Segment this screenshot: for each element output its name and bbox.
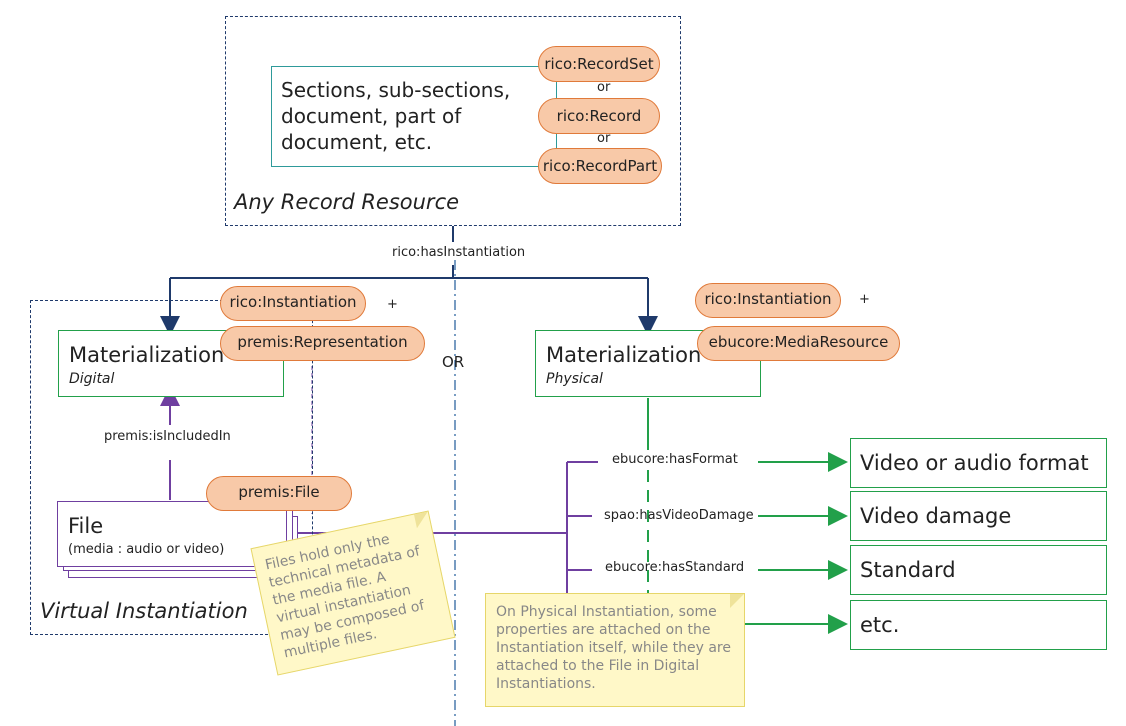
physical-note: On Physical Instantiation, some properti… — [485, 593, 745, 707]
physical-subtitle: Physical — [546, 371, 603, 387]
virtual-instantiation-group — [30, 300, 313, 635]
has-video-damage-label: spao:hasVideoDamage — [604, 508, 754, 523]
files-note-text: Files hold only the technical metadata o… — [263, 531, 426, 662]
file-subtitle: (media : audio or video) — [68, 542, 225, 557]
record-description-box: Sections, sub-sections, document, part o… — [271, 66, 557, 167]
rico-recordpart-class: rico:RecordPart — [538, 148, 662, 184]
ebucore-mediaresource-class: ebucore:MediaResource — [697, 326, 900, 361]
record-resource-caption: Any Record Resource — [234, 190, 460, 214]
physical-note-text: On Physical Instantiation, some properti… — [496, 604, 731, 692]
physical-rico-instantiation-class: rico:Instantiation — [695, 283, 841, 318]
rico-recordset-class: rico:RecordSet — [538, 46, 660, 82]
digital-subtitle: Digital — [69, 371, 115, 387]
record-resource-group — [225, 16, 681, 226]
file-title: File — [68, 514, 104, 538]
digital-title: Materialization — [69, 343, 225, 367]
record-description: Sections, sub-sections, document, part o… — [281, 78, 511, 154]
premis-file-class: premis:File — [206, 476, 352, 511]
target-standard-box: Standard — [850, 545, 1107, 595]
or-label: or — [597, 80, 611, 95]
target-format-box: Video or audio format — [850, 438, 1107, 488]
digital-rico-instantiation-class: rico:Instantiation — [220, 286, 366, 321]
has-standard-label: ebucore:hasStandard — [605, 560, 745, 575]
target-video-damage: Video damage — [860, 504, 1012, 528]
plus-sign: + — [859, 292, 870, 307]
has-instantiation-label: rico:hasInstantiation — [392, 245, 526, 260]
file-box: File (media : audio or video) — [57, 501, 287, 567]
rico-record-class: rico:Record — [538, 98, 660, 134]
premis-representation-class: premis:Representation — [220, 326, 425, 361]
is-included-in-label: premis:isIncludedIn — [104, 429, 231, 444]
physical-title: Materialization — [546, 343, 702, 367]
virtual-instantiation-caption: Virtual Instantiation — [40, 599, 248, 623]
target-etc: etc. — [860, 613, 900, 637]
or-label: or — [597, 131, 611, 146]
target-video-damage-box: Video damage — [850, 491, 1107, 541]
digital-materialization-box: Materialization Digital — [58, 330, 284, 397]
note-fold — [414, 511, 431, 529]
has-format-label: ebucore:hasFormat — [612, 452, 738, 467]
target-standard: Standard — [860, 558, 956, 582]
target-format: Video or audio format — [860, 451, 1089, 475]
note-fold — [730, 594, 744, 608]
plus-sign: + — [387, 297, 398, 312]
or-center-label: OR — [442, 353, 465, 371]
target-etc-box: etc. — [850, 600, 1107, 650]
